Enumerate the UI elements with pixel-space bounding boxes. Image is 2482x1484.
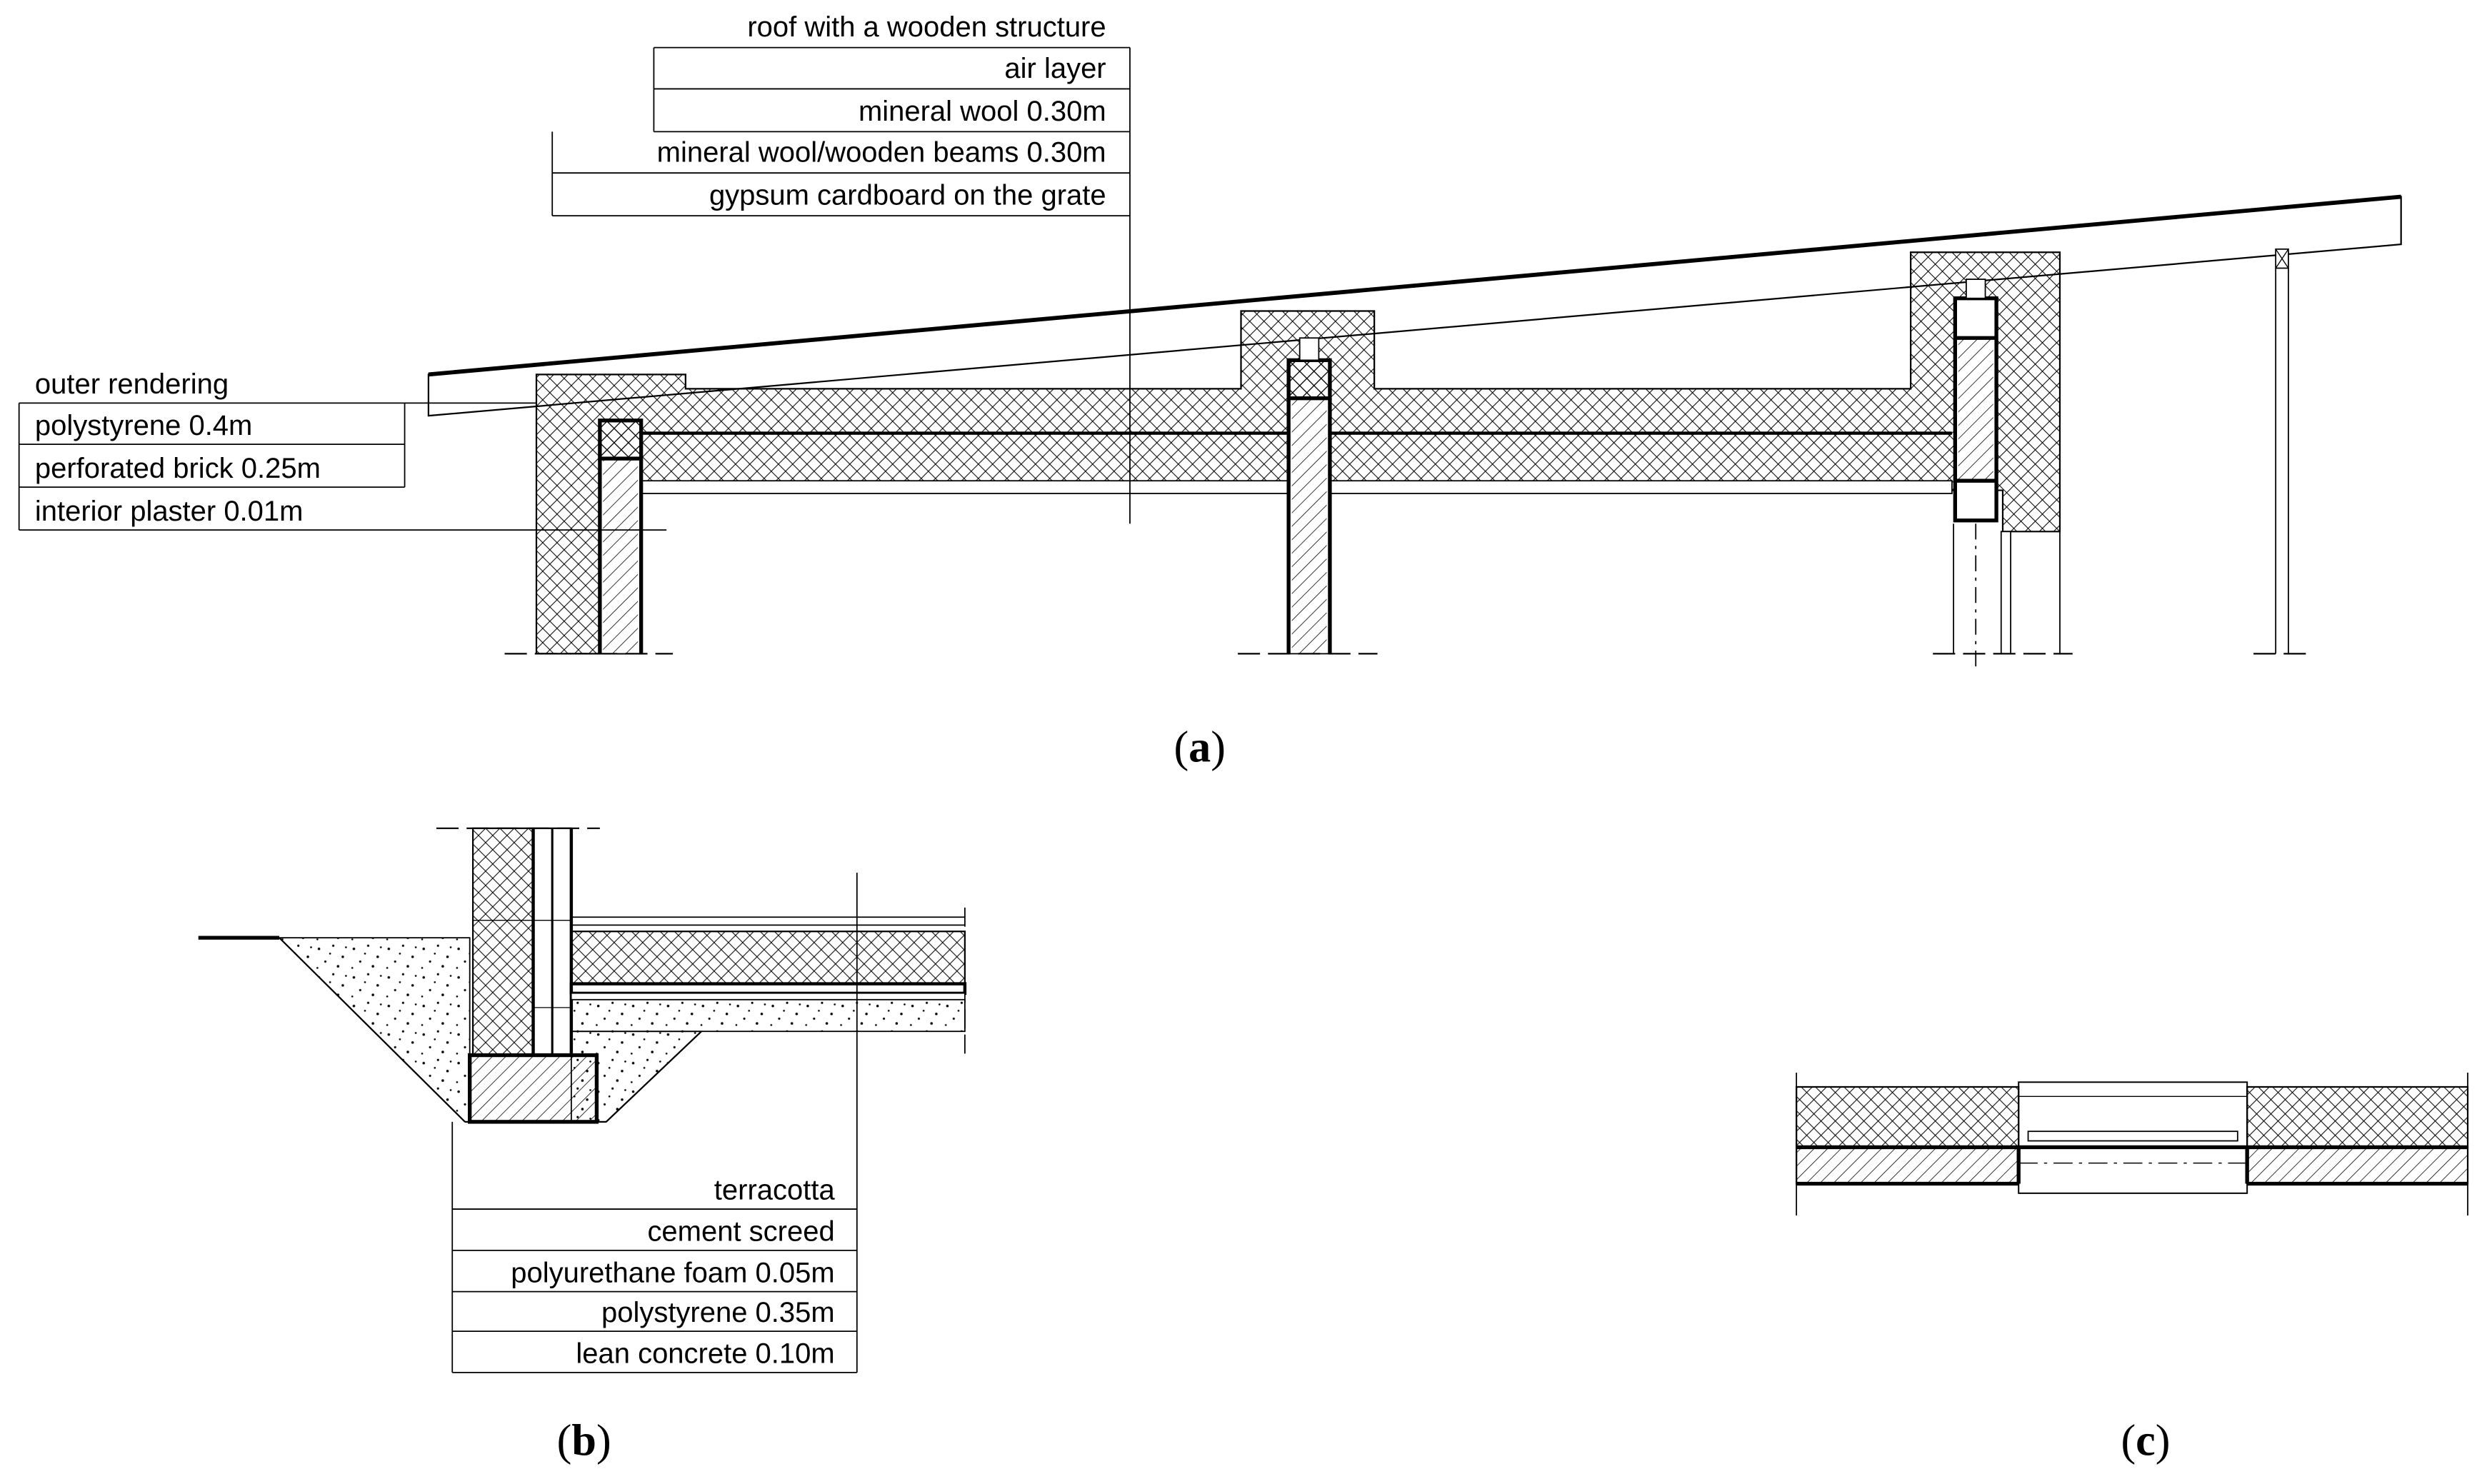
- panel-b-foundation-section: terracotta cement screed polyurethane fo…: [198, 827, 967, 1465]
- right-wall-brick: [1933, 279, 2073, 670]
- wall-label-4: interior plaster 0.01m: [35, 496, 304, 527]
- floor-label-5: lean concrete 0.10m: [576, 1338, 834, 1370]
- panel-a-roof-section: roof with a wooden structure air layer m…: [18, 11, 2402, 771]
- floor-label-4: polystyrene 0.35m: [601, 1297, 835, 1328]
- roof-layer-legend: roof with a wooden structure air layer m…: [551, 11, 1131, 524]
- panel-c-opening-plan: (c): [1796, 1072, 2469, 1465]
- roof-slab: [427, 194, 2402, 417]
- roof-label-4: mineral wool/wooden beams 0.30m: [657, 137, 1106, 169]
- wall-layer-legend: outer rendering polystyrene 0.4m perfora…: [18, 369, 667, 531]
- left-wall-brick: [598, 418, 644, 655]
- panel-c-caption: (c): [2121, 1416, 2170, 1465]
- floor-layer-legend: terracotta cement screed polyurethane fo…: [451, 873, 858, 1373]
- floor-label-1: terracotta: [714, 1175, 836, 1206]
- roof-label-3: mineral wool 0.30m: [859, 96, 1106, 127]
- panel-b-caption: (b): [557, 1416, 611, 1465]
- roof-label-2: air layer: [1004, 53, 1106, 84]
- wall-label-1: outer rendering: [35, 369, 229, 400]
- concrete-footing: [468, 1053, 599, 1124]
- wall-label-2: polystyrene 0.4m: [35, 410, 252, 441]
- panel-a-caption: (a): [1174, 723, 1226, 771]
- roof-label-5: gypsum cardboard on the grate: [709, 180, 1106, 211]
- porch-post: [2253, 248, 2311, 655]
- roof-label-1: roof with a wooden structure: [747, 11, 1106, 43]
- floor-build-up: [569, 907, 967, 1058]
- floor-label-2: cement screed: [647, 1215, 834, 1247]
- middle-wall-brick: [1238, 337, 1378, 655]
- floor-label-3: polyurethane foam 0.05m: [511, 1257, 834, 1288]
- wall-label-3: perforated brick 0.25m: [35, 453, 321, 484]
